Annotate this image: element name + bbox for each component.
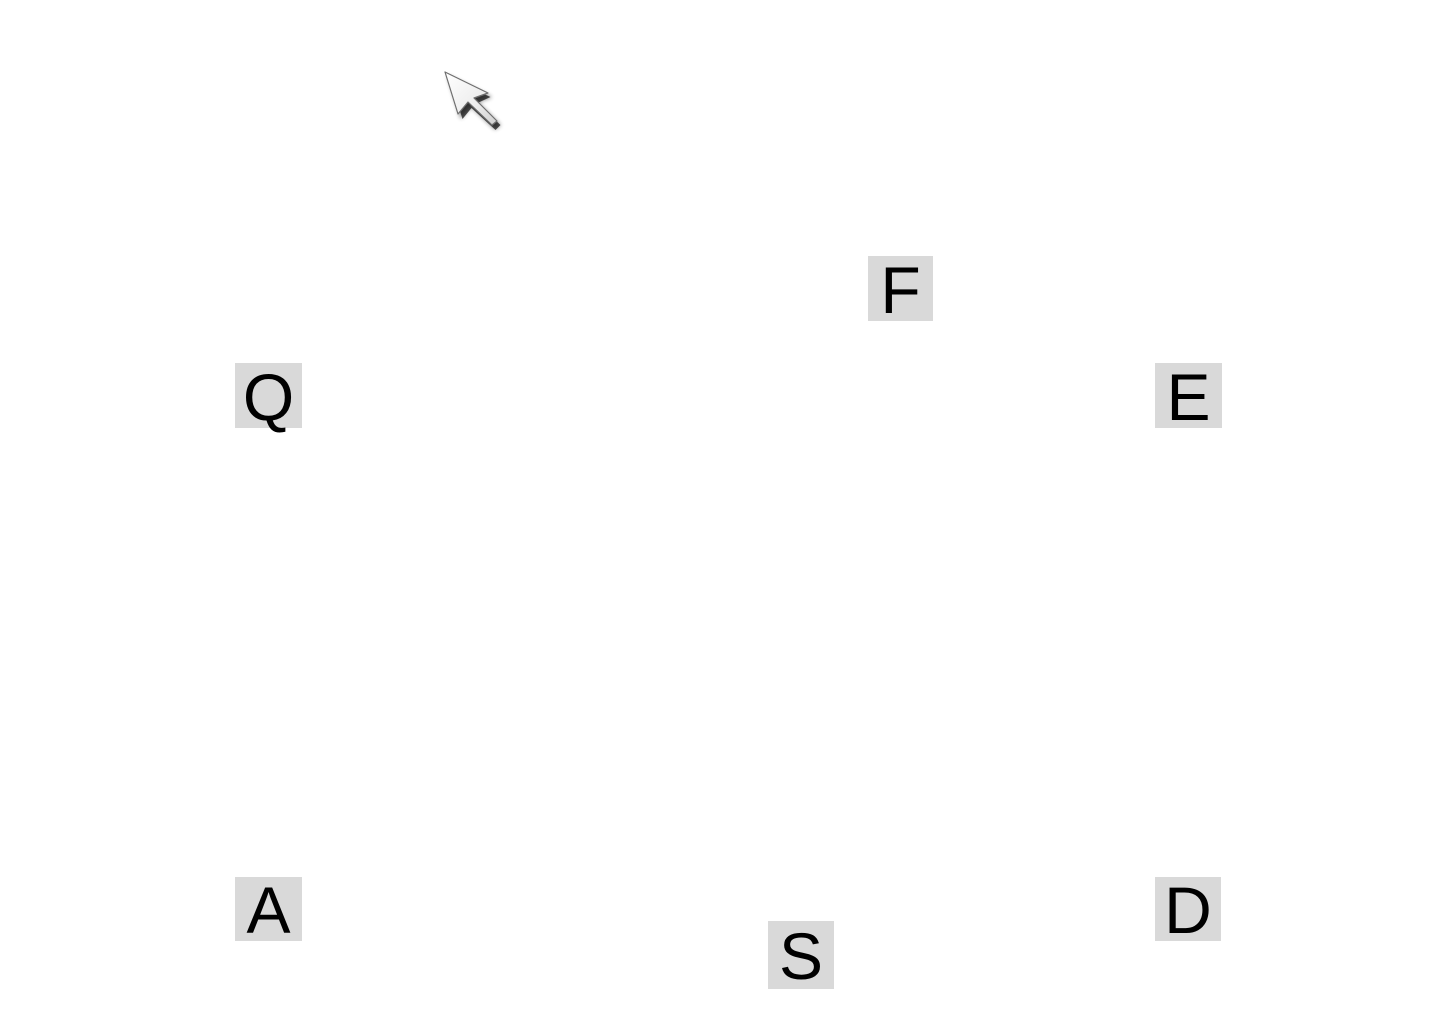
key-label-e: E bbox=[1166, 359, 1211, 434]
key-label-q: Q bbox=[242, 359, 295, 434]
key-tile-d[interactable]: D bbox=[1155, 873, 1221, 947]
key-tile-q[interactable]: Q bbox=[235, 359, 302, 434]
key-label-s: S bbox=[778, 919, 824, 993]
key-label-d: D bbox=[1164, 873, 1212, 947]
key-tile-a[interactable]: A bbox=[235, 873, 302, 947]
key-label-a: A bbox=[246, 873, 291, 947]
arrow-pointer-icon bbox=[444, 71, 501, 130]
key-label-f: F bbox=[880, 252, 921, 327]
key-tile-s[interactable]: S bbox=[768, 921, 834, 989]
key-tile-f[interactable]: F bbox=[868, 252, 933, 327]
key-tile-e[interactable]: E bbox=[1155, 359, 1222, 434]
